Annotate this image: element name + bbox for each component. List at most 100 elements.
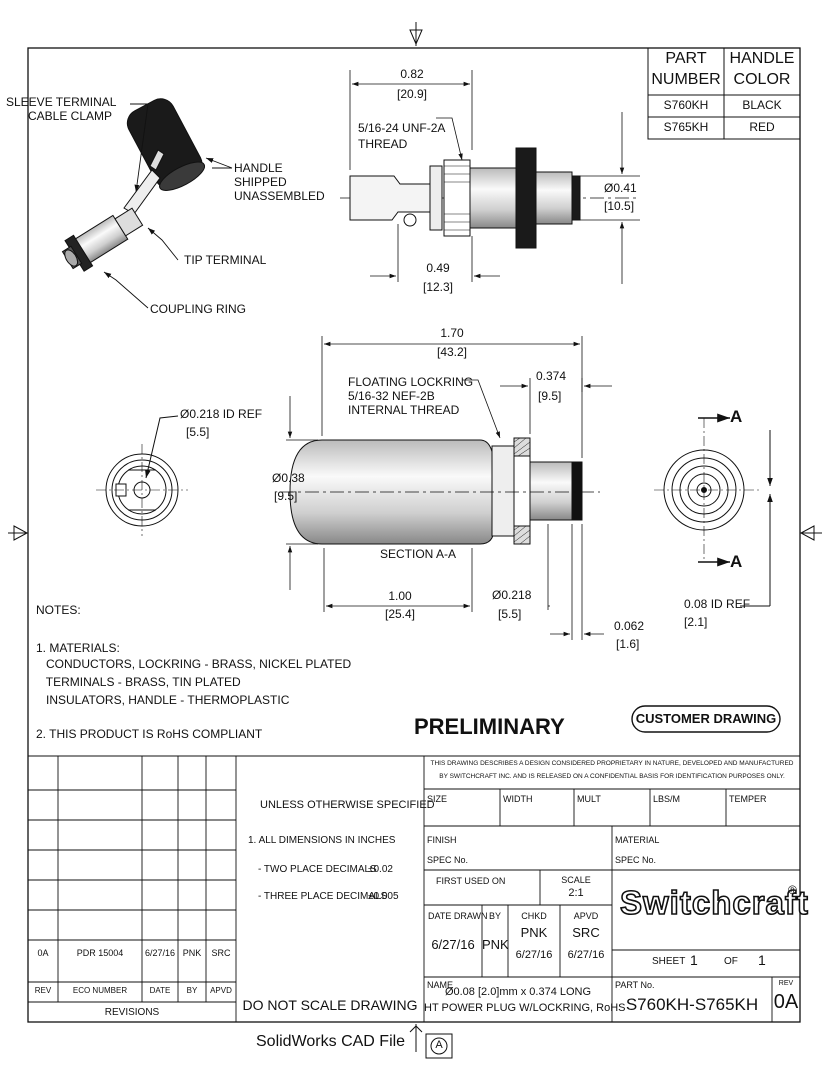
label-rev: REV <box>778 980 794 987</box>
parts-col2-header-l1: HANDLE <box>729 50 795 67</box>
parts-row1-color: BLACK <box>742 98 782 112</box>
rev-header-date: DATE <box>149 986 171 995</box>
section-view <box>280 437 600 545</box>
center-mark-left <box>8 525 29 541</box>
label-material: MATERIAL <box>615 835 660 845</box>
scale-value: 2:1 <box>568 887 584 899</box>
dim-top-dia: Ø0.41 <box>604 181 637 195</box>
dim-top-len-mm: [12.3] <box>422 280 454 294</box>
rev-row-date: 6/27/16 <box>144 948 176 958</box>
label-first-used: FIRST USED ON <box>436 876 506 886</box>
dim-tip-len: 0.062 <box>614 619 645 633</box>
dim-top-len: 0.49 <box>426 261 450 275</box>
parts-row2-part: S765KH <box>663 120 709 134</box>
customer-stamp-border <box>631 705 781 733</box>
dim-overall-mm: [43.2] <box>436 345 468 359</box>
dim-tip-dia: Ø0.218 <box>492 588 532 602</box>
dim-id-ref-mm: [5.5] <box>186 425 210 439</box>
callout-sleeve-l2: CABLE CLAMP <box>28 109 113 123</box>
section-label: SECTION A-A <box>380 547 457 561</box>
dim-top-dia-mm: [10.5] <box>604 199 635 213</box>
parts-row1-part: S760KH <box>663 98 709 112</box>
right-end-view <box>654 413 773 607</box>
iso-leaders <box>103 103 233 309</box>
section-dims <box>286 336 612 640</box>
preliminary-stamp: PRELIMINARY <box>414 714 565 739</box>
callout-handle-l2: SHIPPED <box>234 174 287 189</box>
notes-rohs: 2. THIS PRODUCT IS RoHS COMPLIANT <box>36 727 263 741</box>
proprietary-l2: BY SWITCHCRAFT INC. AND IS RELEASED ON A… <box>439 773 785 780</box>
proprietary-l1: THIS DRAWING DESCRIBES A DESIGN CONSIDER… <box>430 760 794 767</box>
approved-by: SRC <box>572 925 600 940</box>
do-not-scale: DO NOT SCALE DRAWING <box>242 997 418 1013</box>
label-name: NAME <box>427 980 454 990</box>
rev-header-rev: REV <box>34 986 52 995</box>
parts-table-grid <box>647 47 801 140</box>
callout-handle-l1: HANDLE <box>234 161 283 175</box>
notes-line-2: CONDUCTORS, LOCKRING - BRASS, NICKEL PLA… <box>36 657 352 671</box>
rev-header-by: BY <box>186 986 198 995</box>
dim-lock-len: 0.374 <box>536 369 567 383</box>
label-finish: FINISH <box>427 835 457 845</box>
parts-col1-header-l2: NUMBER <box>651 71 721 88</box>
label-temper: TEMPER <box>729 794 767 804</box>
callout-coupling: COUPLING RING <box>150 302 247 316</box>
rev-row-eco: PDR 15004 <box>76 948 124 958</box>
label-by: BY <box>488 911 501 921</box>
tolerance-inches: 1. ALL DIMENSIONS IN INCHES <box>248 835 396 846</box>
switchcraft-logo: Switchcraft <box>619 884 809 921</box>
callout-lockring-l1: FLOATING LOCKRING <box>348 375 474 389</box>
tolerance-two: - TWO PLACE DECIMALS <box>258 864 377 875</box>
approved-date: 6/27/16 <box>567 949 605 961</box>
label-apvd: APVD <box>573 911 599 921</box>
dim-handle-len: 1.00 <box>388 589 412 603</box>
dim-handle-len-mm: [25.4] <box>384 607 416 621</box>
callout-thread-l2: THREAD <box>358 137 408 151</box>
center-mark-top <box>409 22 423 46</box>
callout-sleeve-l1: SLEEVE TERMINAL <box>6 95 117 109</box>
rev-row-apvd: SRC <box>211 948 231 958</box>
parts-col1-header-l1: PART <box>665 50 707 67</box>
notes-heading: NOTES: <box>36 603 81 617</box>
callout-lockring: FLOATING LOCKRING 5/16-32 NEF-2B INTERNA… <box>348 375 474 417</box>
sheet-total: 1 <box>758 952 766 968</box>
label-lbs: LBS/M <box>653 794 681 804</box>
dim-top-width-mm: [20.9] <box>396 87 428 101</box>
dim-body-dia: Ø0.38 <box>272 471 305 485</box>
center-mark-bottom <box>409 1024 423 1052</box>
dim-top-width: 0.82 <box>400 67 424 81</box>
tolerance-three: - THREE PLACE DECIMALS <box>258 891 388 902</box>
revision: 0A <box>773 991 799 1013</box>
parts-col2-header-l2: COLOR <box>733 71 791 88</box>
label-mult: MULT <box>577 794 601 804</box>
dim-tip-len-mm: [1.6] <box>616 637 640 651</box>
part-name-l1: Ø0.08 [2.0]mm x 0.374 LONG <box>444 986 592 998</box>
sheet-number: 1 <box>690 952 698 968</box>
date-drawn: 6/27/16 <box>431 937 475 952</box>
notes-line-1: 1. MATERIALS: <box>36 641 120 655</box>
dim-id-ref2-mm: [2.1] <box>684 615 708 629</box>
label-scale: SCALE <box>561 875 591 885</box>
dim-id-ref2: 0.08 ID REF <box>684 597 751 611</box>
dim-overall: 1.70 <box>440 326 464 340</box>
dim-tip-dia-mm: [5.5] <box>498 607 522 621</box>
customer-stamp: CUSTOMER DRAWING <box>635 711 777 726</box>
part-number: S760KH-S765KH <box>625 995 759 1014</box>
drawn-by: PNK <box>482 937 509 952</box>
tolerance-three-value: ±0.005 <box>368 891 399 902</box>
rev-header-apvd: APVD <box>210 986 232 995</box>
notes-line-3: TERMINALS - BRASS, TIN PLATED <box>36 675 241 689</box>
callout-lockring-l3: INTERNAL THREAD <box>348 402 460 417</box>
rev-row-by: PNK <box>182 948 202 958</box>
checked-by: PNK <box>520 925 548 940</box>
parts-row2-color: RED <box>749 120 775 134</box>
revisions-title: REVISIONS <box>104 1007 160 1018</box>
section-mark-top: A <box>730 407 743 426</box>
sheet-border <box>27 47 801 1023</box>
label-of: OF <box>724 956 738 967</box>
callout-tip: TIP TERMINAL <box>184 253 267 267</box>
footer-marker: A <box>435 1039 443 1051</box>
callout-thread-l1: 5/16-24 UNF-2A <box>358 121 446 135</box>
label-date-drawn: DATE DRAWN <box>428 911 488 921</box>
